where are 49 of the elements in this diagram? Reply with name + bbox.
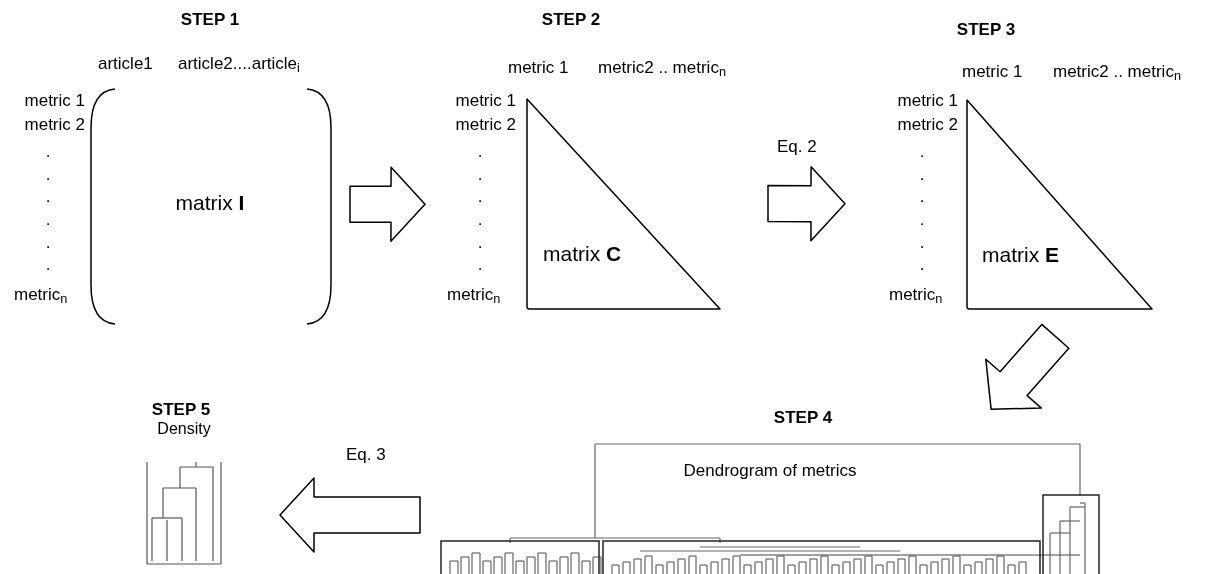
block-arrow: [767, 165, 846, 242]
step-title: STEP 1: [180, 10, 240, 30]
dendrogram-title: Dendrogram of metrics: [682, 461, 858, 481]
row-label: .: [476, 233, 484, 253]
row-label: .: [44, 210, 52, 230]
matrix-label: matrix C: [543, 242, 622, 266]
edge-label: Eq. 3: [346, 445, 386, 465]
row-label: .: [918, 233, 926, 253]
row-label: .: [44, 255, 52, 275]
row-label: .: [476, 255, 484, 275]
step-title: STEP 3: [956, 20, 1016, 40]
matrix-label: matrix E: [982, 243, 1059, 267]
row-label: .: [44, 233, 52, 253]
row-label: metric 2: [23, 115, 85, 135]
column-label: article2....article$_{i}$: [178, 54, 300, 74]
step-title: STEP 4: [773, 408, 833, 428]
row-label: .: [918, 210, 926, 230]
row-label: .: [918, 187, 926, 207]
row-label: .: [476, 142, 484, 162]
row-label: .: [476, 210, 484, 230]
row-label: .: [918, 142, 926, 162]
step-title: STEP 5: [151, 400, 211, 420]
row-label: .: [476, 165, 484, 185]
row-label: metric 1: [23, 91, 85, 111]
step-subtitle: Density: [157, 419, 211, 439]
row-label: .: [476, 187, 484, 207]
block-arrow: [349, 166, 426, 243]
row-label: metric$_{n}$: [447, 285, 501, 305]
row-label: metric 1: [454, 91, 516, 111]
block-arrow: [985, 323, 1070, 410]
row-label: .: [44, 165, 52, 185]
row-label: metric$_{n}$: [14, 285, 68, 305]
row-label: .: [44, 187, 52, 207]
column-label: article1: [98, 54, 153, 74]
step-title: STEP 2: [541, 10, 601, 30]
row-label: metric 2: [454, 115, 516, 135]
row-label: metric 2: [896, 115, 958, 135]
column-label: metric2 .. metric$_{n}$: [598, 58, 726, 78]
edge-label: Eq. 2: [777, 137, 817, 157]
column-label: metric 1: [508, 58, 569, 78]
column-label: metric 1: [962, 62, 1023, 82]
row-label: .: [918, 165, 926, 185]
row-label: metric$_{n}$: [889, 285, 943, 305]
block-arrow: [279, 477, 421, 553]
matrix-label: matrix I: [174, 191, 246, 215]
column-label: metric2 .. metric$_{n}$: [1053, 62, 1181, 82]
row-label: metric 1: [896, 91, 958, 111]
row-label: .: [918, 255, 926, 275]
row-label: .: [44, 142, 52, 162]
